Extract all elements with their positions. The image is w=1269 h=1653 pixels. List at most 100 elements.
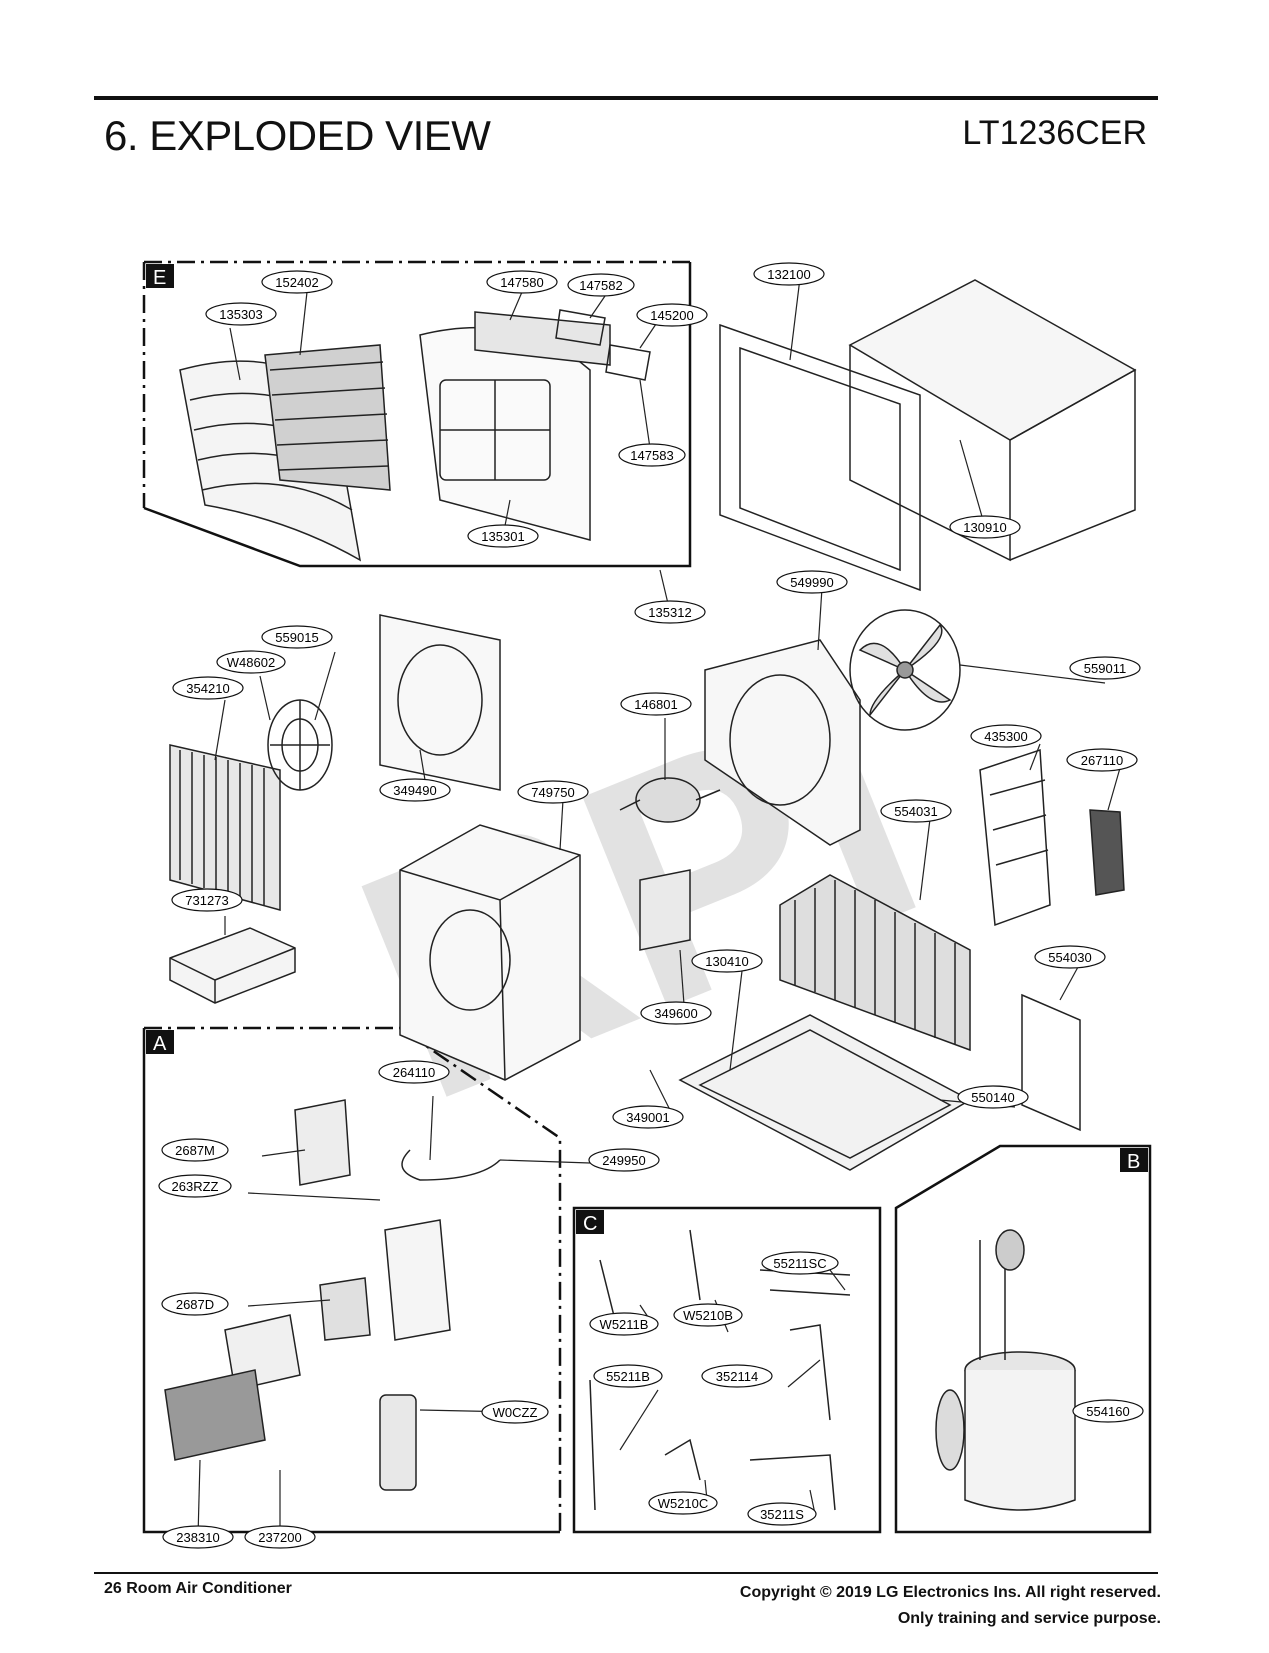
- label-146801: 146801: [620, 692, 692, 716]
- section-c-badge: C: [576, 1210, 604, 1235]
- part-749750: 749750: [531, 785, 574, 800]
- label-554031: 554031: [880, 799, 952, 823]
- part-731273: 731273: [185, 893, 228, 908]
- part-35211S: 35211S: [760, 1507, 804, 1522]
- label-W5211B: W5211B: [589, 1312, 659, 1336]
- motor-mount-drawing: [639, 869, 691, 951]
- part-145200: 145200: [650, 308, 693, 323]
- part-labels: 152402 147580 147582 135303 145200 14758…: [158, 262, 1144, 1549]
- part-135303: 135303: [219, 307, 262, 322]
- page-title: 6. EXPLODED VIEW: [104, 112, 491, 159]
- bottom-rule: [94, 1572, 1158, 1574]
- section-a-label: A: [153, 1033, 167, 1055]
- label-W5210C: W5210C: [648, 1491, 718, 1515]
- model-number: LT1236CER: [962, 114, 1147, 152]
- part-55211B: 55211B: [606, 1369, 650, 1384]
- label-135312: 135312: [634, 600, 706, 624]
- label-W0CZZ: W0CZZ: [481, 1400, 549, 1424]
- label-55211B: 55211B: [593, 1364, 663, 1388]
- label-145200: 145200: [636, 303, 708, 327]
- label-349490: 349490: [379, 778, 451, 802]
- section-e-label: E: [153, 267, 166, 289]
- label-237200: 237200: [244, 1525, 316, 1549]
- part-559015: 559015: [275, 630, 318, 645]
- part-55211SC: 55211SC: [773, 1256, 826, 1271]
- label-550140: 550140: [957, 1085, 1029, 1109]
- part-554030: 554030: [1048, 950, 1091, 965]
- louver-drawing: [474, 309, 651, 381]
- label-130910: 130910: [949, 515, 1021, 539]
- label-349600: 349600: [640, 1001, 712, 1025]
- label-249950: 249950: [588, 1148, 660, 1172]
- part-554031: 554031: [894, 804, 937, 819]
- section-b-label: B: [1127, 1151, 1140, 1173]
- part-W5210B: W5210B: [683, 1308, 733, 1323]
- label-132100: 132100: [753, 262, 825, 286]
- label-55211SC: 55211SC: [761, 1251, 839, 1275]
- label-554160: 554160: [1072, 1399, 1144, 1423]
- part-549990: 549990: [790, 575, 833, 590]
- part-349600: 349600: [654, 1006, 697, 1021]
- top-rule: [94, 96, 1158, 100]
- part-264110: 264110: [393, 1065, 435, 1080]
- label-W48602: W48602: [216, 650, 286, 674]
- label-147583: 147583: [618, 443, 686, 467]
- cover-plate-drawing: [1021, 993, 1081, 1132]
- label-130410: 130410: [691, 949, 763, 973]
- purpose-line: Only training and service purpose.: [897, 1610, 1161, 1627]
- part-130910: 130910: [963, 520, 1006, 535]
- bracket-drawing: [979, 748, 1051, 927]
- part-352114: 352114: [716, 1369, 758, 1384]
- part-550140: 550140: [971, 1090, 1014, 1105]
- label-135301: 135301: [467, 524, 539, 548]
- part-2687M: 2687M: [175, 1143, 215, 1158]
- barrier-drawing: [704, 639, 861, 846]
- part-147580: 147580: [500, 275, 543, 290]
- part-237200: 237200: [258, 1530, 301, 1545]
- footer-copyright: Copyright © 2019 LG Electronics Ins. All…: [740, 1580, 1161, 1632]
- label-147582: 147582: [567, 273, 635, 297]
- blower-fan-drawing: [267, 699, 333, 791]
- section-e-badge: E: [146, 264, 174, 289]
- label-559015: 559015: [261, 625, 333, 649]
- label-2687D: 2687D: [161, 1292, 229, 1316]
- part-152402: 152402: [275, 275, 318, 290]
- compressor-drawing: [935, 1229, 1076, 1511]
- part-349490: 349490: [393, 783, 436, 798]
- part-238310: 238310: [176, 1530, 219, 1545]
- label-549990: 549990: [776, 570, 848, 594]
- cabinet-drawing: [848, 279, 1137, 562]
- page-number: 26 Room Air Conditioner: [104, 1580, 292, 1597]
- part-263RZZ: 263RZZ: [172, 1179, 219, 1194]
- label-435300: 435300: [970, 724, 1042, 748]
- label-559011: 559011: [1069, 656, 1141, 680]
- part-W5211B: W5211B: [600, 1317, 649, 1332]
- part-349001: 349001: [626, 1110, 669, 1125]
- label-267110: 267110: [1066, 748, 1138, 772]
- label-349001: 349001: [612, 1105, 684, 1129]
- label-35211S: 35211S: [747, 1502, 817, 1526]
- part-559011: 559011: [1084, 661, 1126, 676]
- section-b-badge: B: [1120, 1148, 1148, 1173]
- label-147580: 147580: [486, 270, 558, 294]
- cabinet-gasket-drawing: [719, 323, 921, 592]
- part-267110: 267110: [1081, 753, 1123, 768]
- label-2687M: 2687M: [161, 1138, 229, 1162]
- part-249950: 249950: [602, 1153, 645, 1168]
- part-2687D: 2687D: [176, 1297, 214, 1312]
- part-W48602: W48602: [227, 655, 275, 670]
- part-130410: 130410: [705, 954, 748, 969]
- air-filter-drawing: [264, 344, 391, 491]
- label-W5210B: W5210B: [673, 1303, 743, 1327]
- label-731273: 731273: [171, 888, 243, 912]
- shroud-drawing: [379, 614, 501, 791]
- part-554160: 554160: [1086, 1404, 1129, 1419]
- evaporator-drawing: [169, 744, 281, 911]
- air-guide-drawing: [399, 824, 581, 1081]
- packing-box-drawing: [169, 927, 296, 1004]
- part-W0CZZ: W0CZZ: [493, 1405, 538, 1420]
- label-554030: 554030: [1034, 945, 1106, 969]
- part-W5210C: W5210C: [658, 1496, 709, 1511]
- label-238310: 238310: [162, 1525, 234, 1549]
